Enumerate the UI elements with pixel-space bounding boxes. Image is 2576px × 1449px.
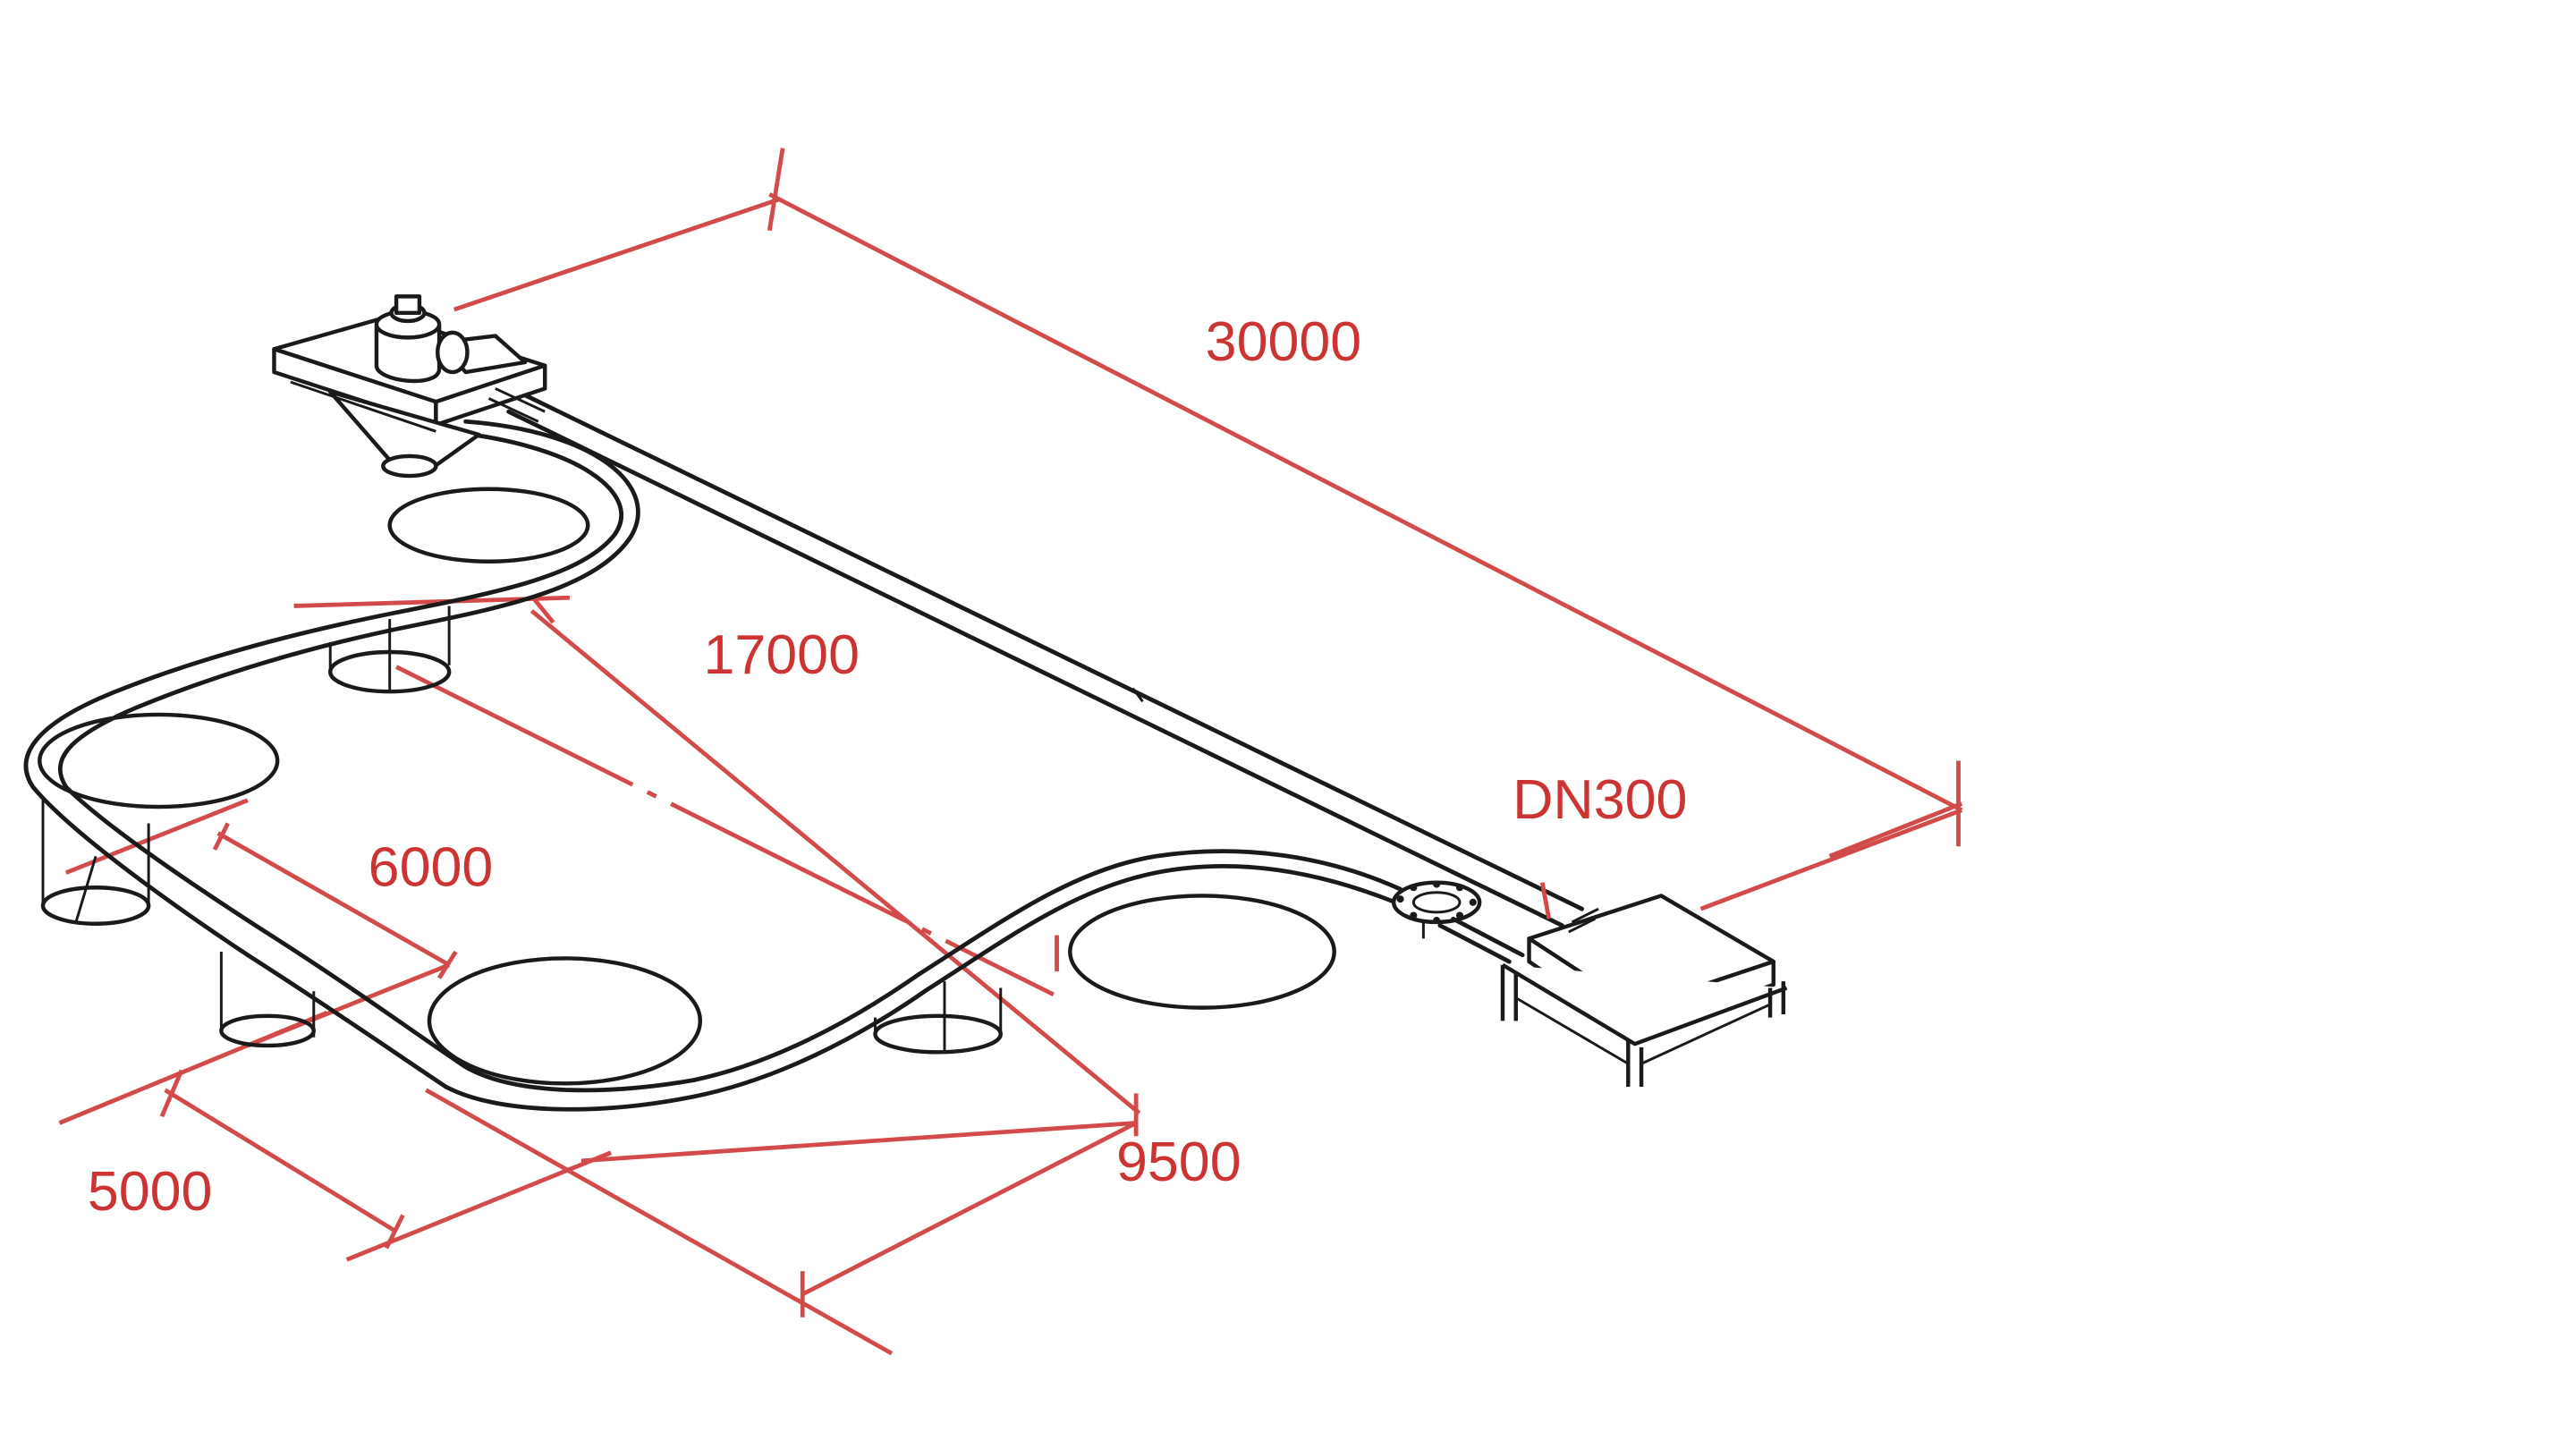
- dim-label-5000: 5000: [88, 1160, 213, 1223]
- receiver-frame: [1501, 962, 1788, 1046]
- pipeline-outer-edge: [23, 428, 1398, 1112]
- return-pipe-lower: [506, 409, 1564, 928]
- dim-label-6000: 6000: [369, 835, 494, 898]
- silo-7: [1068, 894, 1336, 1010]
- dim-6000-line-main: [216, 831, 451, 967]
- dim-17000-line-main: [530, 609, 1141, 1115]
- dim-30000-tick-right-2: [1828, 801, 1963, 859]
- dimension-lines: [58, 148, 1963, 1356]
- pipe-size-label: DN300: [1513, 768, 1687, 831]
- dn300-flange: [1391, 880, 1525, 964]
- return-pipe-upper: [522, 393, 1585, 911]
- dim-9500-ext-left: [425, 1088, 894, 1356]
- dim-6000-ext-left: [64, 798, 249, 875]
- silo-row-centerline: [395, 665, 1055, 997]
- dim-17000-tick-top: [530, 594, 555, 624]
- dim-label-30000: 30000: [1206, 310, 1362, 373]
- dim-30000-line-left: [453, 197, 781, 312]
- dim-9500-line-main: [801, 1121, 1138, 1297]
- sender-motor-body: [374, 324, 442, 384]
- dim-6000-tick-left: [212, 822, 230, 851]
- dim-label-17000: 17000: [703, 623, 860, 686]
- conveying-pipeline: [23, 393, 1585, 1112]
- dim-30000-tick-left: [767, 148, 785, 232]
- dim-9500-ext-right: [580, 1121, 1137, 1164]
- dim-6000-tick-right: [437, 950, 458, 979]
- dim-5000-ext-left: [58, 1010, 328, 1125]
- dimension-labels: 30000 17000 6000 5000 9500 DN300: [88, 310, 1688, 1223]
- dim-30000-line-main: [768, 192, 1963, 812]
- pipeline-inner-edge: [57, 419, 1402, 1093]
- dim-label-9500: 9500: [1116, 1131, 1241, 1193]
- silos: [38, 487, 1336, 1086]
- silo-5: [427, 956, 702, 1086]
- sender-unit: [272, 294, 547, 479]
- silo-3: [38, 712, 280, 926]
- dim-5000-line-main: [164, 1088, 398, 1234]
- dim-30000-line-right: [1699, 808, 1963, 911]
- silo-2: [328, 606, 452, 694]
- dim-5000-tick-left: [159, 1069, 184, 1118]
- receiver-unit: [1500, 894, 1788, 1087]
- silo-1: [387, 487, 590, 564]
- dim-5000-tick-right: [384, 1214, 405, 1250]
